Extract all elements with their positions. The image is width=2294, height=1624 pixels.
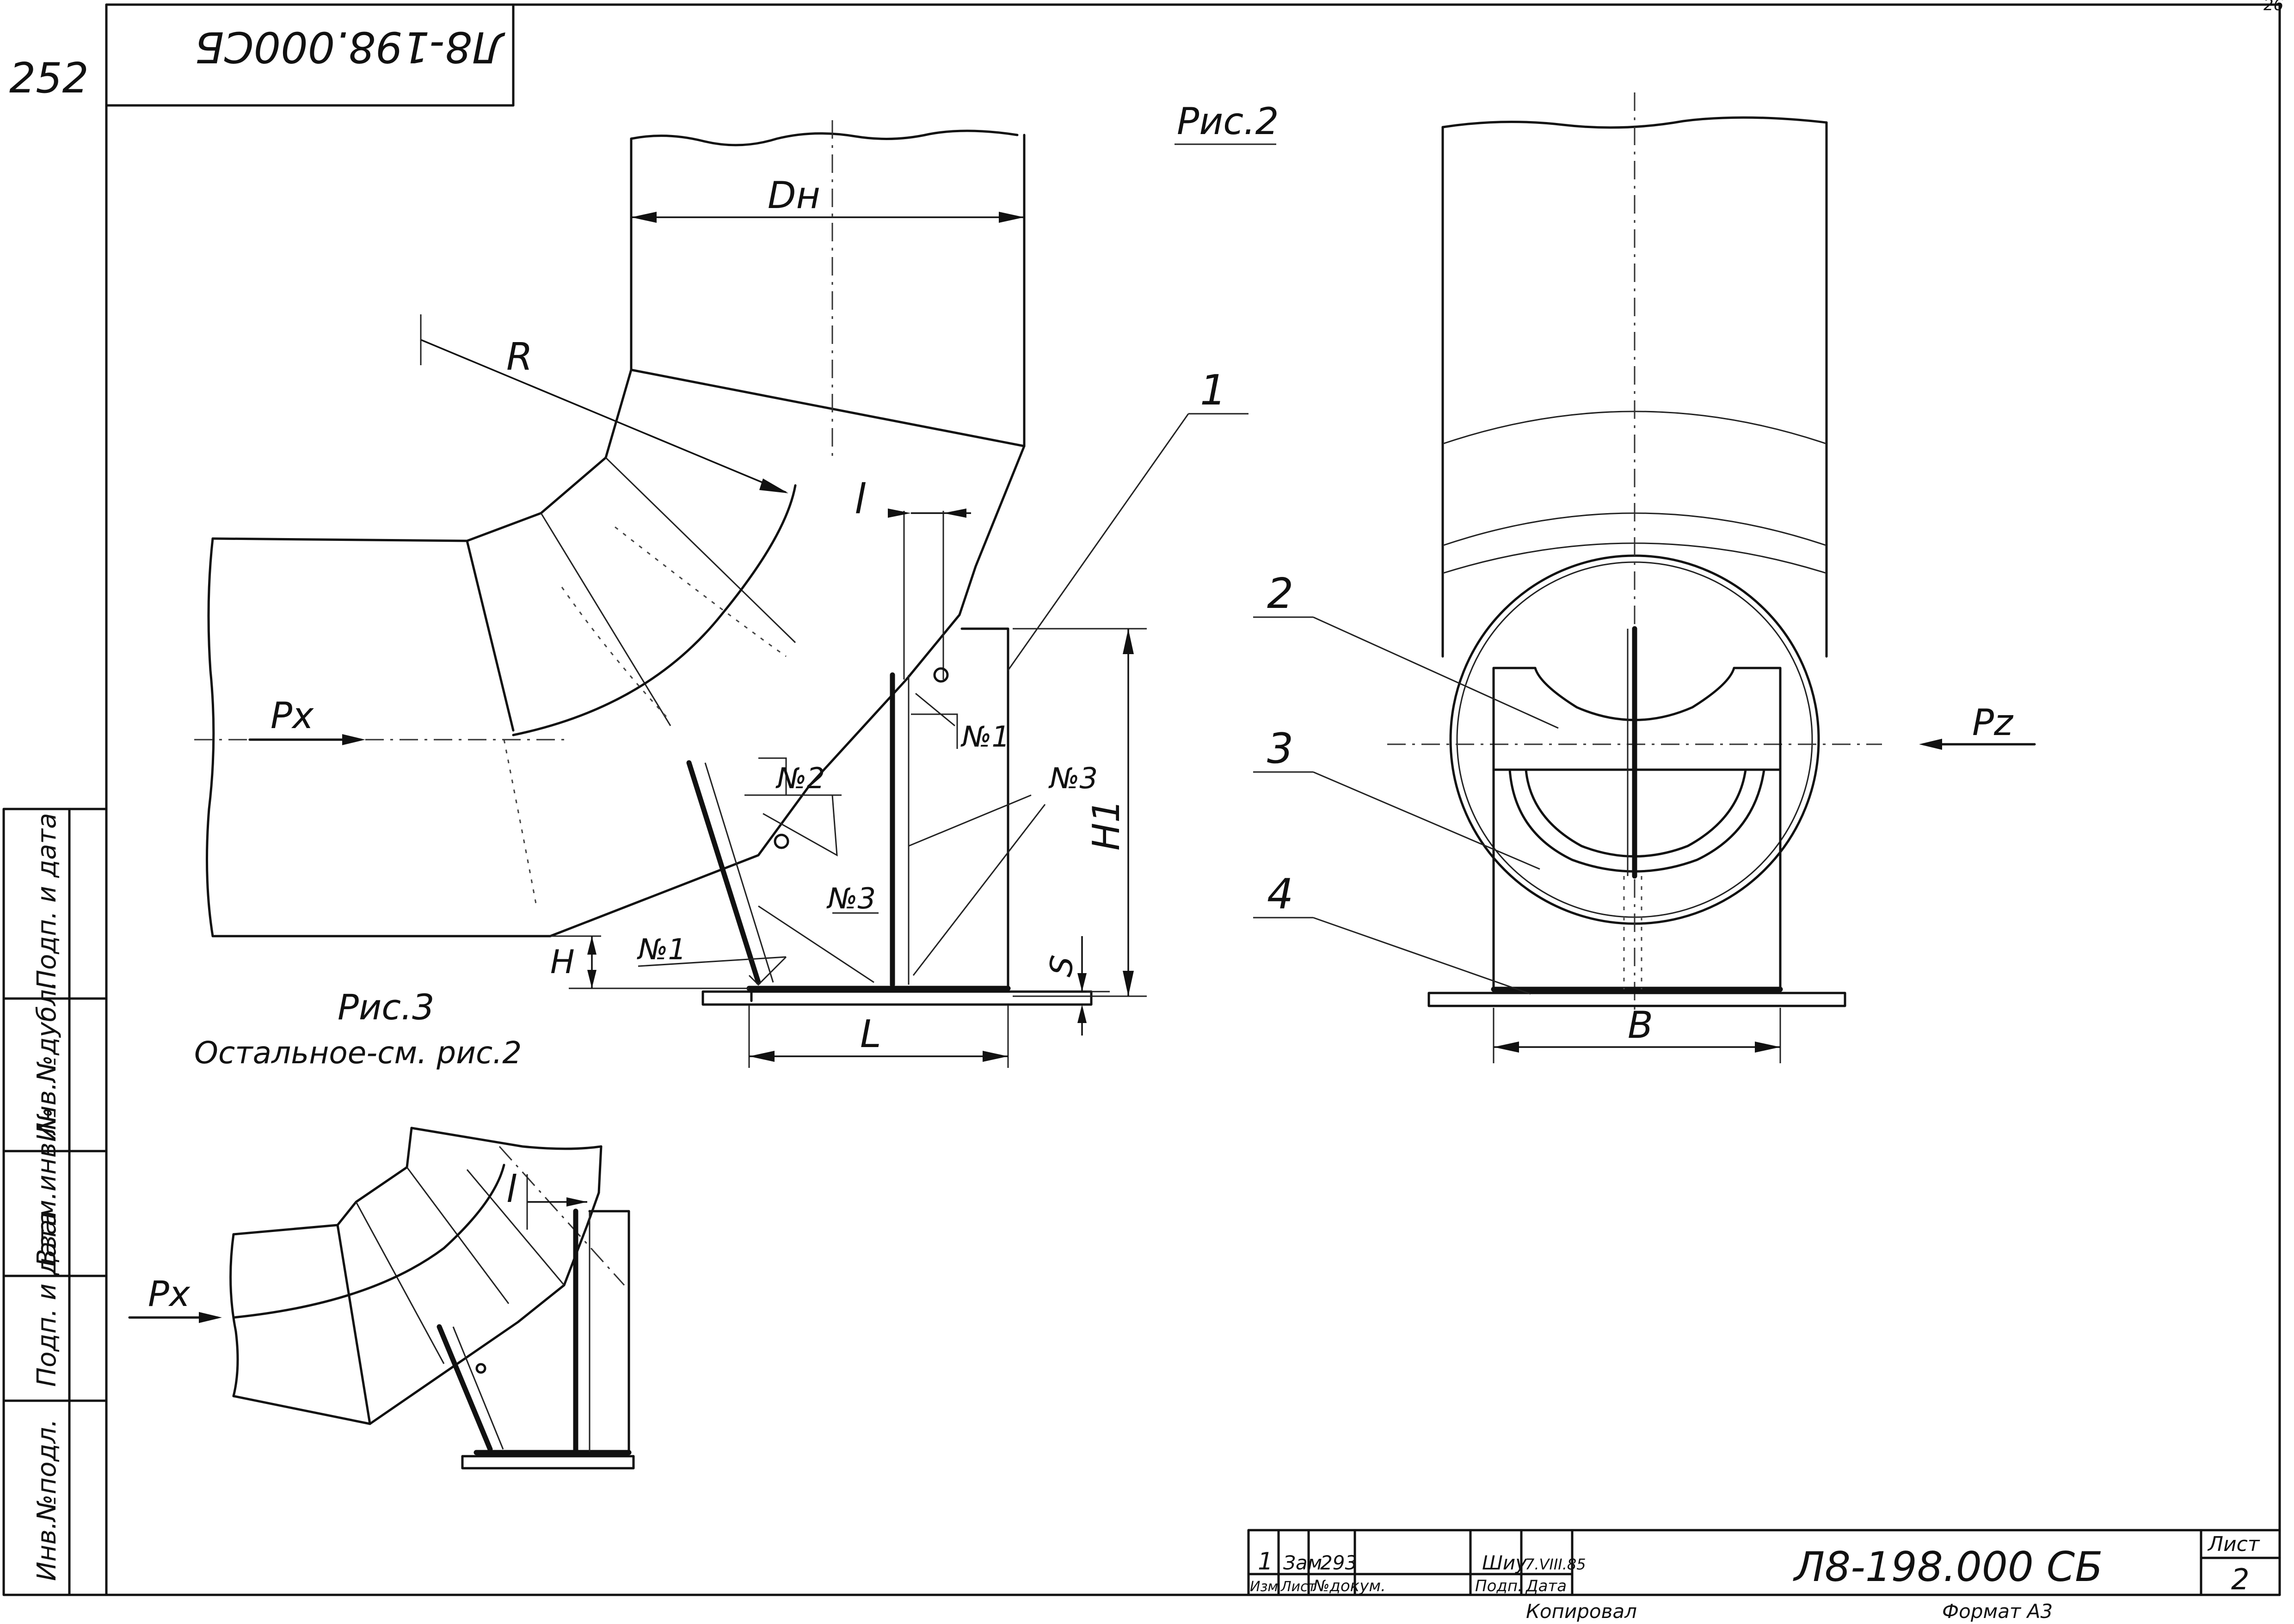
sheet-frame [2,3,2281,1596]
sheet-label: Лист [2207,1532,2260,1556]
rev-value-sign: Шиу [1482,1551,1527,1574]
fig3-l-label: l [506,1168,517,1211]
fig2-dn-dimension: Dн [631,174,1024,223]
fig2-r-label: R [506,335,533,379]
copied-by-label: Копировал [1526,1600,1637,1622]
strip-label-inv-podl: Инв.№подл. [32,1419,62,1581]
side-view-pz-label: Pz [1972,702,2014,744]
fig2-s-label: S [1042,953,1082,979]
fig2-l-label: l [855,475,866,523]
side-view-b-label: B [1628,1004,1653,1047]
side-view-b-dimension: B [1493,1004,1781,1063]
fig2-h1-dimension: H1 [1013,628,1147,997]
top-stamp-designation: Л8-198.000СБ [195,22,505,72]
strip-label-vzam-inv: Взам.инв.№ [32,1107,62,1267]
fig2-s-dimension: S [1042,936,1110,1036]
fig2-callouts: 1 №1 №2 №3 №3 №1 [637,366,1248,986]
rev-value-list: Зам [1283,1551,1322,1574]
rev-header-date: Дата [1525,1577,1567,1595]
fig2-px-arrow: Px [248,695,365,745]
fig2-h-dimension: H [550,935,749,989]
side-view-pz-arrow: Pz [1919,702,2036,750]
side-view-callouts: 2 3 4 [1253,570,1559,995]
callout-item-2: 2 [1267,570,1293,618]
fig3-px-label: Px [148,1273,191,1314]
top-right-mark: 26 [2263,0,2283,14]
weld-label-n1-bottom: №1 [637,932,686,966]
rev-value-date: 7.VIII.85 [1525,1556,1586,1573]
fig3-px-arrow: Px [128,1273,222,1323]
side-view-support [1427,626,1846,1007]
fig3-subtitle: Остальное-см. рис.2 [194,1035,522,1071]
fig3-l-dimension: l [506,1168,587,1230]
fig3-elbow-drawing [229,1127,635,1470]
fig2-dn-label: Dн [768,174,820,217]
callout-item-1: 1 [1200,366,1226,415]
fig2-px-label: Px [271,695,314,737]
rev-value-izm: 1 [1258,1548,1273,1575]
format-label: Формат А3 [1942,1600,2053,1622]
fig2-l-dimension: l [855,475,971,680]
fig2-h-label: H [550,943,575,981]
weld-label-n2: №2 [775,761,825,795]
rev-header-list: Лист [1280,1579,1317,1595]
strip-label-inv-dubl: Инв.№дубл. [32,981,62,1142]
strip-label-podp-data-2: Подп. и дата [32,813,62,989]
sheet-corner-number: 252 [9,54,89,103]
left-strip-labels: Инв.№подл. Подп. и дата Взам.инв.№ Инв.№… [32,813,62,1581]
fig2-support-structure [686,627,1093,1006]
weld-label-n3-bottom: №3 [826,882,876,915]
rev-header-sign: Подп. [1475,1577,1523,1595]
fig2-h1-label: H1 [1085,799,1128,851]
fig2-title: Рис.2 [1177,100,1279,143]
rev-header-doc: №докум. [1312,1577,1386,1595]
fig2-l-base-dimension: L [748,1005,1009,1068]
rev-header-izm: Изм [1250,1579,1278,1595]
fig3-title: Рис.3 [338,987,435,1028]
callout-item-4: 4 [1267,870,1293,919]
fig2-radius-r: R [420,314,788,493]
drawing-designation: Л8-198.000 СБ [1793,1543,2103,1591]
callout-item-3: 3 [1267,724,1293,773]
title-block [1247,1529,2281,1596]
weld-label-n1-top: №1 [960,720,1010,754]
rev-value-doc: 293 [1320,1551,1357,1574]
fig2-elbow-pipe [194,120,1026,938]
weld-label-n3-right: №3 [1048,761,1098,795]
sheet-number: 2 [2231,1563,2249,1596]
fig2-l-base-label: L [860,1012,881,1056]
strip-label-podp-data-1: Подп. и дата [32,1211,62,1387]
